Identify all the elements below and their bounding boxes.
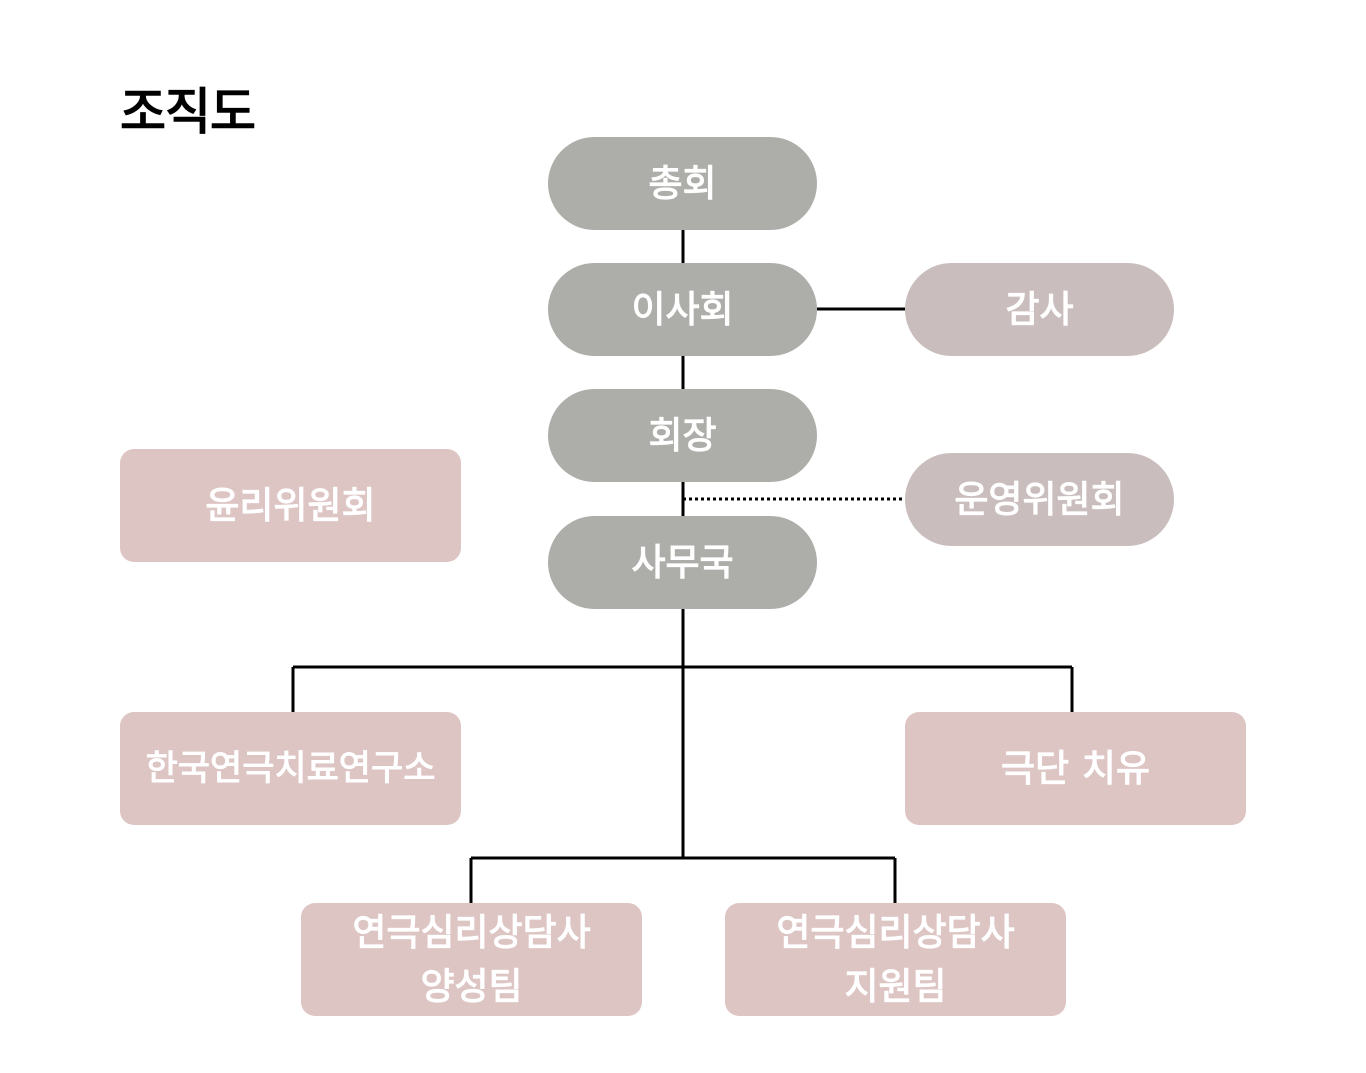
node-support-team: 연극심리상담사 지원팀 xyxy=(725,903,1066,1016)
node-label: 극단 치유 xyxy=(1000,746,1151,790)
node-label-group: 연극심리상담사 양성팀 xyxy=(352,906,590,1014)
node-label: 감사 xyxy=(1005,287,1074,331)
node-label: 윤리위원회 xyxy=(205,483,376,527)
node-chairman: 회장 xyxy=(548,389,817,482)
node-institute: 한국연극치료연구소 xyxy=(120,712,461,825)
node-label: 한국연극치료연구소 xyxy=(145,748,436,789)
node-label: 운영위원회 xyxy=(954,477,1125,521)
node-label-line1: 연극심리상담사 xyxy=(776,910,1015,954)
node-label: 회장 xyxy=(648,413,717,457)
node-label: 이사회 xyxy=(631,287,734,331)
node-general-assembly: 총회 xyxy=(548,137,817,230)
node-secretariat: 사무국 xyxy=(548,516,817,609)
node-ethics-committee: 윤리위원회 xyxy=(120,449,461,562)
node-troupe: 극단 치유 xyxy=(905,712,1246,825)
node-audit: 감사 xyxy=(905,263,1174,356)
node-board: 이사회 xyxy=(548,263,817,356)
page-title: 조직도 xyxy=(120,83,256,141)
node-label-group: 연극심리상담사 지원팀 xyxy=(776,906,1014,1014)
node-label-line2: 양성팀 xyxy=(420,964,523,1008)
node-label: 사무국 xyxy=(631,540,734,584)
node-label-line1: 연극심리상담사 xyxy=(352,910,591,954)
node-training-team: 연극심리상담사 양성팀 xyxy=(301,903,642,1016)
node-label-line2: 지원팀 xyxy=(844,964,947,1008)
node-operating-committee: 운영위원회 xyxy=(905,453,1174,546)
node-label: 총회 xyxy=(648,161,717,205)
